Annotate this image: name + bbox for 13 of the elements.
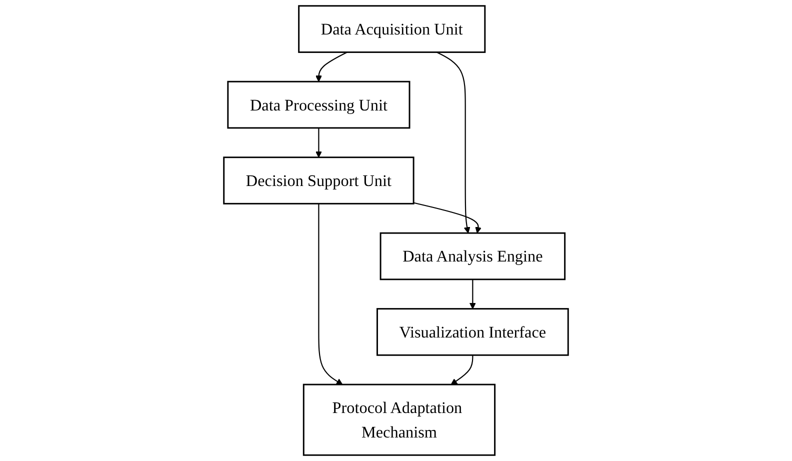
arrow	[450, 355, 474, 385]
node-box: Decision Support Unit	[223, 156, 414, 204]
arrow	[413, 202, 482, 234]
arrow	[315, 52, 348, 82]
node-box: Data Processing Unit	[227, 80, 410, 129]
node-box: Visualization Interface	[376, 308, 569, 356]
node-box: Protocol Adaptation Mechanism	[302, 384, 496, 456]
arrow	[315, 128, 322, 158]
arrow	[469, 279, 476, 310]
arrow	[436, 52, 470, 234]
node-box: Data Acquisition Unit	[298, 5, 486, 53]
arrow	[318, 204, 343, 385]
node-box: Data Analysis Engine	[380, 232, 566, 280]
